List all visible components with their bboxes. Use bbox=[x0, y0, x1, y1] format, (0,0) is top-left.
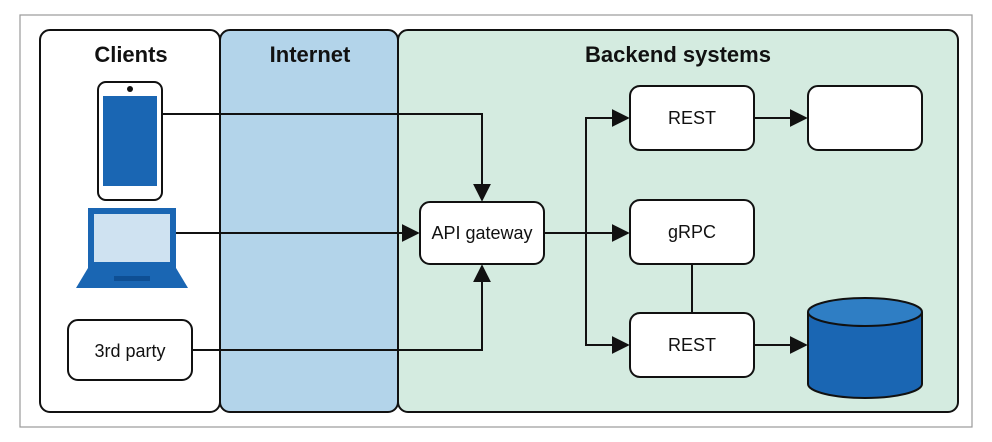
laptop-icon bbox=[76, 208, 188, 288]
lane-internet bbox=[219, 29, 399, 413]
third-party-label: 3rd party bbox=[94, 341, 165, 361]
rest-top-label: REST bbox=[668, 108, 716, 128]
database-icon bbox=[807, 297, 923, 399]
third-party-to-gateway-arrow bbox=[192, 264, 491, 351]
lane-title-backend: Backend systems bbox=[585, 42, 771, 67]
lane-title-internet: Internet bbox=[270, 42, 351, 67]
gateway-to-rest-bottom-arrow bbox=[585, 233, 630, 354]
api-gateway-label: API gateway bbox=[431, 223, 532, 243]
blank-service-box bbox=[807, 85, 923, 151]
grpc-label: gRPC bbox=[668, 222, 716, 242]
phone-to-gateway-arrow bbox=[162, 113, 491, 202]
rest-bottom-label: REST bbox=[668, 335, 716, 355]
lane-title-clients: Clients bbox=[94, 42, 167, 67]
mobile-phone-icon bbox=[97, 81, 163, 201]
gateway-to-rest-top-arrow bbox=[585, 109, 630, 233]
